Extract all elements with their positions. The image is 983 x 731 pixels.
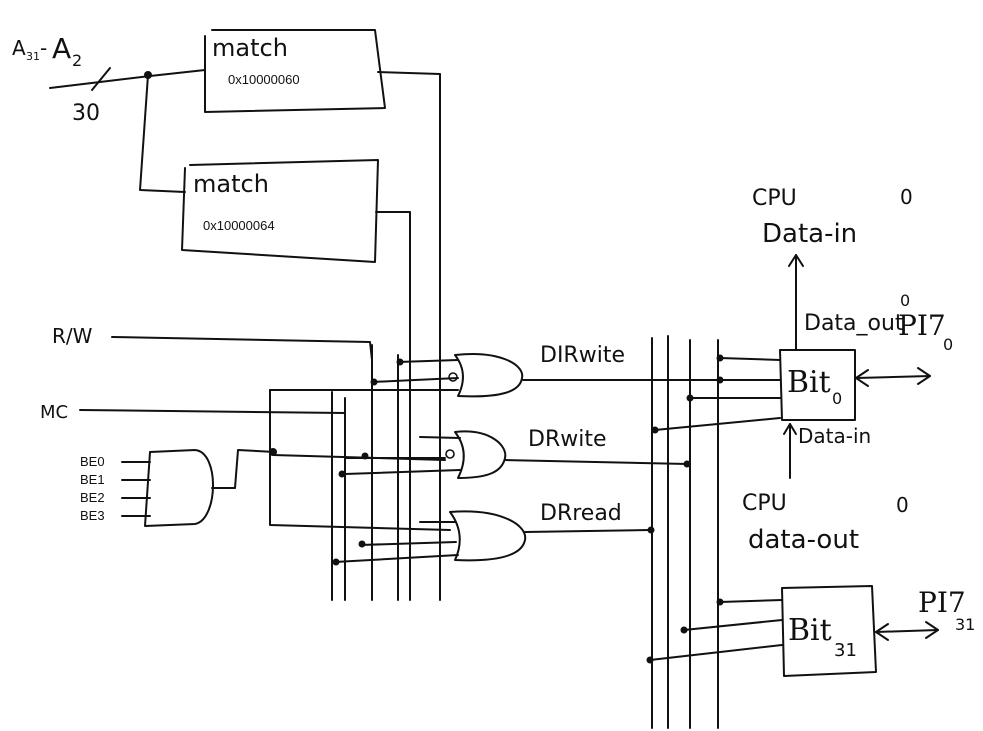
cpu-bottom-sub: 0 xyxy=(896,493,909,517)
bit0-port-wire xyxy=(855,375,931,379)
inverter-bubble xyxy=(445,449,455,459)
gate-output xyxy=(524,529,651,533)
bit31-port-sub: 31 xyxy=(955,615,975,634)
cpu-data-out-label: CPU data-out 0 xyxy=(742,491,909,555)
bit31-port-label: PI7 xyxy=(918,586,966,619)
cpu-bottom-line2: data-out xyxy=(748,525,859,555)
mc-wire xyxy=(79,409,346,414)
addr-a-label: A xyxy=(12,36,26,60)
byte-enable-and-gate: BE0 BE1 BE2 BE3 xyxy=(80,389,451,531)
be3-label: BE3 xyxy=(80,508,105,523)
arrow-right xyxy=(917,367,931,385)
bit0-block: Bit 0 PI7 0 Data_out 0 Data-in xyxy=(654,254,953,479)
bit0-sub: 0 xyxy=(832,389,842,408)
bit31-port-wire xyxy=(875,629,939,633)
junction-dot xyxy=(370,378,378,386)
and-gate-inputs xyxy=(121,461,151,517)
match-address: 0x10000060 xyxy=(228,72,300,87)
gate-inputs xyxy=(334,521,459,563)
junction-dot xyxy=(361,452,369,460)
gate-body xyxy=(454,353,524,398)
gate-inputs xyxy=(371,359,459,391)
address-bus: A 31 - A 2 30 xyxy=(12,32,206,193)
junction-dot xyxy=(647,526,655,534)
and-gate-output xyxy=(211,449,276,489)
rw-label: R/W xyxy=(52,324,93,348)
junction-dot xyxy=(683,460,691,468)
bit0-port-sub: 0 xyxy=(943,335,953,354)
gate-dr-read: DRread xyxy=(332,501,651,566)
bit31-block: Bit 31 PI7 31 xyxy=(649,585,975,677)
addr-dash: - xyxy=(40,36,47,60)
data-in-label: Data-in xyxy=(798,424,871,448)
bus-slash xyxy=(91,67,111,91)
match-block-1: match 0x10000060 xyxy=(204,29,441,601)
and-gate-body xyxy=(144,449,214,527)
data-out-sub: 0 xyxy=(900,291,910,310)
match2-output-wire xyxy=(375,211,411,601)
match-address: 0x10000064 xyxy=(203,218,275,233)
match-title: match xyxy=(193,170,269,198)
bit0-control-wires xyxy=(654,357,781,431)
gate-output xyxy=(504,459,689,465)
match-box xyxy=(204,29,386,113)
gate-body xyxy=(454,430,507,479)
arrow-left xyxy=(875,623,889,641)
rw-wire xyxy=(111,336,373,361)
bit-box xyxy=(781,585,877,677)
address-wire-to-match2 xyxy=(139,74,186,193)
cpu-bottom-line1: CPU xyxy=(742,491,787,516)
be0-label: BE0 xyxy=(80,454,105,469)
gate-body xyxy=(449,510,527,562)
bit0-label: Bit xyxy=(787,365,831,400)
cpu-top-line2: Data-in xyxy=(762,219,857,249)
bit31-control-wires xyxy=(649,599,783,661)
match-box xyxy=(181,159,379,263)
data-out-label: Data_out xyxy=(804,311,904,336)
match-block-2: match 0x10000064 xyxy=(181,159,411,601)
addr-a-sub: 31 xyxy=(26,50,40,63)
inverter-bubble xyxy=(448,372,458,382)
bus-width-label: 30 xyxy=(72,101,100,126)
dr-write-label: DRwite xyxy=(528,427,607,452)
cpu-top-line1: CPU xyxy=(752,186,797,211)
control-signals: R/W MC xyxy=(40,324,373,423)
gate-inputs xyxy=(344,436,461,475)
mc-label: MC xyxy=(40,402,68,423)
match-title: match xyxy=(212,34,288,62)
arrow-up xyxy=(783,423,797,435)
bit31-sub: 31 xyxy=(834,640,857,661)
junction-dot xyxy=(358,540,366,548)
cpu-top-sub: 0 xyxy=(900,185,913,209)
cpu-data-in-label: CPU Data-in 0 xyxy=(752,185,913,249)
be1-label: BE1 xyxy=(80,472,105,487)
match1-output-wire xyxy=(377,71,441,601)
junction-dot xyxy=(332,558,340,566)
bit0-port-label: PI7 xyxy=(898,309,946,342)
enable-trunk xyxy=(269,389,451,531)
arrow-left xyxy=(855,369,869,387)
bit31-label: Bit xyxy=(788,613,832,648)
gate-dr-write: DRwite xyxy=(338,427,689,479)
addr-b-sub: 2 xyxy=(72,51,82,70)
bit-box xyxy=(779,349,856,421)
arrow-right xyxy=(925,621,939,639)
junction-dot xyxy=(338,470,346,478)
be2-label: BE2 xyxy=(80,490,105,505)
addr-b-label: A xyxy=(52,32,71,65)
dr-read-label: DRread xyxy=(540,501,622,526)
gate-dir-write: DIRwite xyxy=(370,343,721,398)
dir-write-label: DIRwite xyxy=(540,343,625,368)
address-wire xyxy=(49,69,206,89)
arrow-up xyxy=(788,254,804,267)
control-bus xyxy=(646,335,724,729)
junction-dot xyxy=(396,358,404,366)
